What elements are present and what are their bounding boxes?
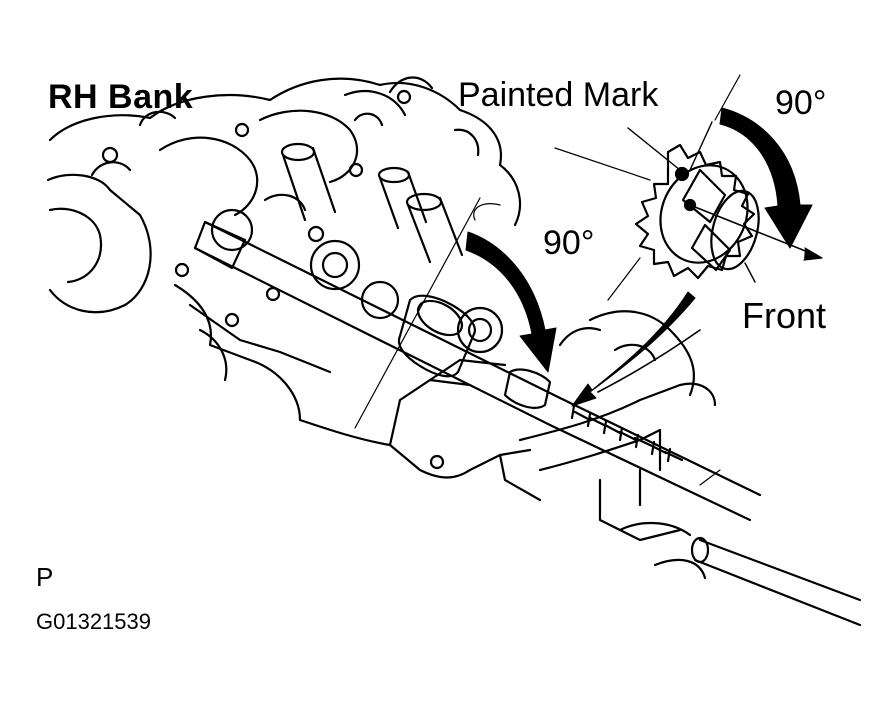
reference-lines — [354, 74, 741, 486]
painted-mark-label: Painted Mark — [458, 76, 659, 114]
angle-90-top-label: 90° — [775, 84, 827, 122]
rh-bank-label: RH Bank — [48, 78, 194, 116]
view-code-label: P — [36, 562, 54, 592]
figure-id-label: G01321539 — [36, 609, 151, 634]
angle-90-middle-label: 90° — [543, 224, 595, 262]
rotation-arrows — [465, 107, 813, 407]
sprocket-detail — [627, 121, 823, 283]
front-label: Front — [742, 295, 827, 336]
engine-block — [46, 76, 717, 580]
camshaft — [193, 220, 862, 627]
